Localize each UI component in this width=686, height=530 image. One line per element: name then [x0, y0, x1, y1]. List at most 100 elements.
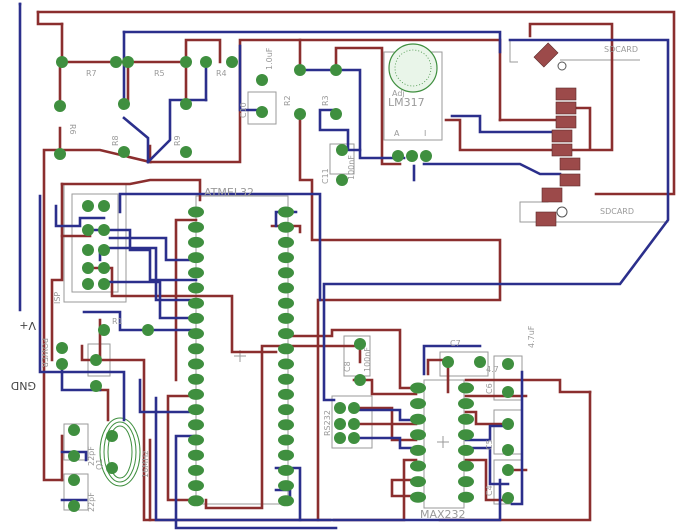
- mcu-pin: [188, 358, 204, 370]
- label-r4: R4: [216, 69, 227, 78]
- label-c5: C5: [485, 439, 494, 450]
- label-mcu: ATMEL32: [204, 186, 254, 199]
- max232-pin: [458, 398, 474, 410]
- bottom-copper-traces: [18, 2, 670, 530]
- mcu-pin: [188, 495, 204, 507]
- label-c11-value: 100nF: [347, 155, 356, 180]
- mcu-pin: [188, 267, 204, 279]
- mcu-pin: [278, 358, 294, 370]
- label-isp: ISP: [53, 292, 62, 304]
- mcu-pin: [188, 388, 204, 400]
- mcu-pin: [188, 373, 204, 385]
- label-c10: C10: [239, 102, 248, 118]
- max232-pin: [410, 476, 426, 488]
- mcu-pin: [278, 236, 294, 248]
- label-c4: C4: [485, 485, 494, 496]
- mcu-pin: [278, 464, 294, 476]
- mcu-pin: [188, 449, 204, 461]
- mcu-pin: [278, 480, 294, 492]
- mcu-pin: [278, 312, 294, 324]
- label-q1: Q1: [95, 459, 104, 470]
- label-r8: R8: [111, 135, 120, 146]
- mcu-pin: [188, 252, 204, 264]
- label-c8: C8: [343, 361, 352, 372]
- label-c1-value: 22pF: [87, 446, 96, 466]
- mcu-pin: [188, 221, 204, 233]
- mcu-pin: [278, 252, 294, 264]
- max232-pins: [410, 382, 474, 503]
- max232-pin: [458, 413, 474, 425]
- label-r6: R6: [68, 124, 77, 135]
- mcu-pin: [278, 343, 294, 355]
- mcu-pin: [278, 221, 294, 233]
- mcu-pin: [188, 297, 204, 309]
- max232-pin: [458, 382, 474, 394]
- max232-pin: [458, 476, 474, 488]
- sdcard-pads: [533, 42, 581, 227]
- mcu-pin: [278, 206, 294, 218]
- max232-pin: [410, 382, 426, 394]
- mcu-pin: [278, 434, 294, 446]
- label-c7: C7: [450, 339, 461, 348]
- label-r1: R1: [112, 317, 123, 326]
- label-pin-a: A: [394, 129, 400, 138]
- mcu-pin: [278, 297, 294, 309]
- label-power: POWER: [40, 338, 49, 368]
- mcu-pin: [278, 404, 294, 416]
- label-r2: R2: [283, 95, 292, 106]
- max232-pin: [410, 460, 426, 472]
- mcu-pin: [278, 495, 294, 507]
- component-pads: [54, 56, 514, 512]
- label-pin-i: I: [424, 129, 426, 138]
- max232-pin: [410, 444, 426, 456]
- mcu-pin: [278, 267, 294, 279]
- label-r3: R3: [321, 95, 330, 106]
- max232-pin: [410, 491, 426, 503]
- mcu-pin: [188, 328, 204, 340]
- max232-pin: [458, 444, 474, 456]
- silkscreen-layer: [63, 39, 669, 511]
- max232-pin: [458, 429, 474, 441]
- label-c6: C6: [485, 383, 494, 394]
- label-max232: MAX232: [420, 508, 466, 521]
- label-c47: 4.7: [486, 365, 499, 374]
- max232-pin: [458, 460, 474, 472]
- mcu-pin: [188, 464, 204, 476]
- label-c11: C11: [321, 168, 330, 184]
- mcu-pin: [278, 282, 294, 294]
- label-c8-value: 100nF: [363, 347, 372, 372]
- mcu-pin: [188, 206, 204, 218]
- mcu-pin: [278, 373, 294, 385]
- mcu-pin: [188, 312, 204, 324]
- mcu-pin: [188, 343, 204, 355]
- max232-pin: [410, 398, 426, 410]
- labels: R7 R5 R4 R6 R8 R9 R1 R2 R3 C10 1.0uF 100…: [11, 45, 638, 521]
- label-c6-value: 4.7uF: [527, 325, 536, 348]
- max232-pin: [410, 429, 426, 441]
- max232-pin: [410, 413, 426, 425]
- label-r7: R7: [86, 69, 97, 78]
- label-c10-value: 1.0uF: [265, 47, 274, 70]
- mcu-pin: [278, 419, 294, 431]
- mcu-pin: [278, 388, 294, 400]
- label-vplus: V+: [19, 319, 36, 332]
- label-lm317: LM317: [388, 96, 425, 109]
- mcu-pin: [188, 236, 204, 248]
- top-copper-traces: [36, 10, 676, 522]
- mcu-pin: [278, 449, 294, 461]
- max232-pin: [458, 491, 474, 503]
- label-sdcard-bottom: SDCARD: [600, 207, 634, 216]
- label-r5: R5: [154, 69, 165, 78]
- label-rs232: RS232: [323, 410, 332, 436]
- mcu-pin: [188, 404, 204, 416]
- label-r9: R9: [173, 135, 182, 146]
- label-adj: Adj: [392, 89, 405, 98]
- mcu-pin: [188, 419, 204, 431]
- mcu-pin: [188, 434, 204, 446]
- mcu-pin: [188, 282, 204, 294]
- label-sdcard-top: SDCARD: [604, 45, 638, 54]
- label-c2-value: 22pF: [87, 492, 96, 512]
- label-gnd: GND: [11, 379, 36, 392]
- mcu-pin: [188, 480, 204, 492]
